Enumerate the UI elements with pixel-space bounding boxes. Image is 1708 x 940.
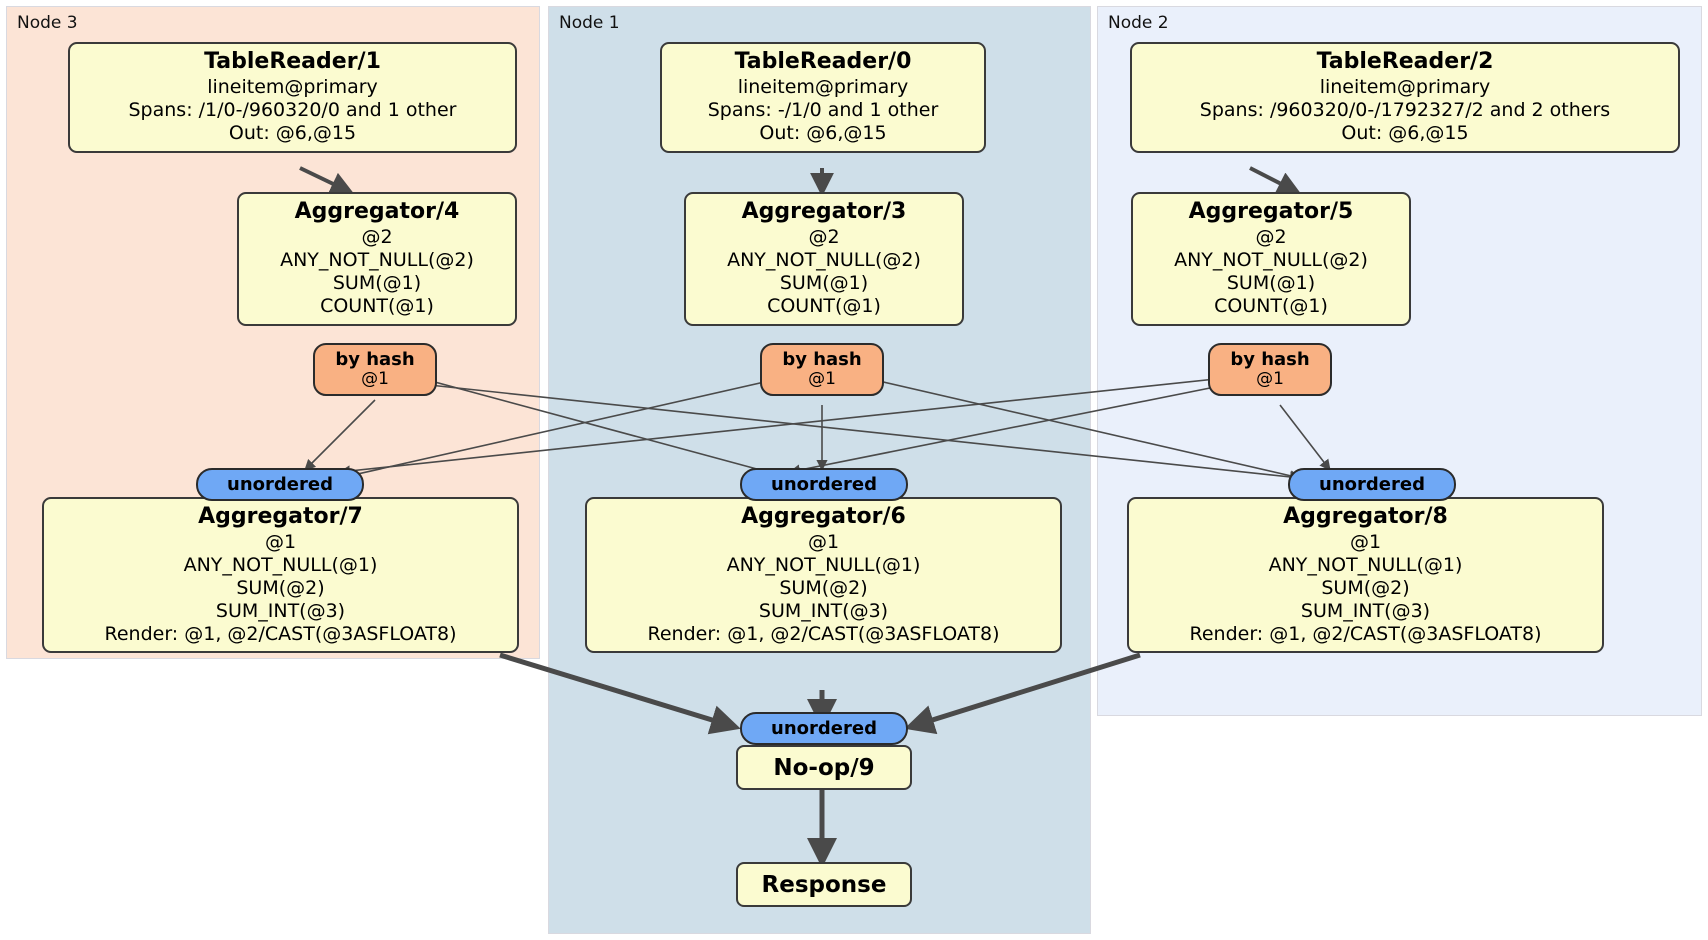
processor-line-table: lineitem@primary: [1319, 76, 1491, 99]
processor-line-render: Render: @1, @2/CAST(@3ASFLOAT8): [1189, 622, 1542, 645]
processor-line-agg-3: SUM_INT(@3): [215, 599, 346, 622]
processor-title: Aggregator/7: [198, 504, 363, 529]
processor-line-render: Render: @1, @2/CAST(@3ASFLOAT8): [647, 622, 1000, 645]
processor-line-render: Render: @1, @2/CAST(@3ASFLOAT8): [104, 622, 457, 645]
processor-aggregator-6[interactable]: Aggregator/6 @1 ANY_NOT_NULL(@1) SUM(@2)…: [585, 497, 1062, 654]
unordered-sync-badge-left[interactable]: unordered: [196, 468, 364, 501]
processor-line-agg-2: SUM(@2): [1321, 576, 1410, 599]
processor-line-groupcol: @2: [361, 226, 393, 249]
processor-aggregator-4[interactable]: Aggregator/4 @2 ANY_NOT_NULL(@2) SUM(@1)…: [237, 192, 517, 326]
processor-line-agg-3: SUM_INT(@3): [1300, 599, 1431, 622]
node-panel-label-node2: Node 2: [1108, 13, 1169, 33]
badge-sublabel: @1: [1256, 368, 1284, 389]
processor-table-reader-1[interactable]: TableReader/1 lineitem@primary Spans: /1…: [68, 42, 517, 153]
badge-label: unordered: [227, 473, 333, 495]
processor-line-agg-2: SUM(@2): [779, 576, 868, 599]
processor-line-agg-3: COUNT(@1): [320, 294, 434, 317]
processor-title: Aggregator/4: [294, 199, 460, 224]
processor-title: Aggregator/3: [741, 199, 907, 224]
processor-line-agg-2: SUM(@1): [779, 271, 869, 294]
unordered-sync-badge-center[interactable]: unordered: [740, 468, 908, 501]
processor-title: No-op/9: [773, 754, 875, 781]
processor-line-spans: Spans: /960320/0-/1792327/2 and 2 others: [1199, 99, 1611, 122]
processor-line-agg-1: ANY_NOT_NULL(@2): [1174, 249, 1368, 272]
processor-title: TableReader/0: [734, 49, 912, 74]
unordered-sync-badge-final[interactable]: unordered: [740, 712, 908, 745]
processor-line-spans: Spans: -/1/0 and 1 other: [707, 99, 939, 122]
unordered-sync-badge-right[interactable]: unordered: [1288, 468, 1456, 501]
processor-aggregator-8[interactable]: Aggregator/8 @1 ANY_NOT_NULL(@1) SUM(@2)…: [1127, 497, 1604, 654]
badge-label: unordered: [771, 473, 877, 495]
processor-line-out: Out: @6,@15: [228, 121, 357, 144]
processor-line-spans: Spans: /1/0-/960320/0 and 1 other: [128, 99, 457, 122]
processor-title: TableReader/2: [1316, 49, 1494, 74]
processor-title: TableReader/1: [204, 49, 381, 74]
processor-title: Response: [761, 871, 887, 898]
processor-line-agg-2: SUM(@2): [236, 576, 325, 599]
processor-aggregator-5[interactable]: Aggregator/5 @2 ANY_NOT_NULL(@2) SUM(@1)…: [1131, 192, 1411, 326]
processor-line-groupcol: @2: [808, 226, 840, 249]
processor-line-table: lineitem@primary: [737, 76, 909, 99]
processor-title: Aggregator/8: [1283, 504, 1448, 529]
processor-aggregator-7[interactable]: Aggregator/7 @1 ANY_NOT_NULL(@1) SUM(@2)…: [42, 497, 519, 654]
badge-sublabel: @1: [361, 368, 389, 389]
processor-line-agg-2: SUM(@1): [1226, 271, 1316, 294]
node-panel-label-node3: Node 3: [17, 13, 78, 33]
processor-line-groupcol: @1: [264, 531, 297, 554]
badge-sublabel: @1: [808, 368, 836, 389]
processor-line-agg-1: ANY_NOT_NULL(@2): [727, 249, 921, 272]
hash-router-badge-left[interactable]: by hash @1: [313, 343, 437, 396]
processor-line-agg-3: COUNT(@1): [767, 294, 881, 317]
processor-line-table: lineitem@primary: [207, 76, 378, 99]
processor-line-agg-1: ANY_NOT_NULL(@1): [726, 554, 921, 577]
processor-line-groupcol: @1: [1349, 531, 1382, 554]
processor-line-agg-3: SUM_INT(@3): [758, 599, 889, 622]
processor-line-out: Out: @6,@15: [759, 121, 887, 144]
badge-label: by hash: [1230, 348, 1310, 370]
processor-line-groupcol: @1: [807, 531, 840, 554]
processor-line-agg-3: COUNT(@1): [1214, 294, 1328, 317]
processor-line-agg-1: ANY_NOT_NULL(@1): [183, 554, 378, 577]
processor-table-reader-0[interactable]: TableReader/0 lineitem@primary Spans: -/…: [660, 42, 986, 153]
processor-line-out: Out: @6,@15: [1341, 121, 1469, 144]
node-panel-label-node1: Node 1: [559, 13, 620, 33]
processor-line-agg-2: SUM(@1): [332, 271, 422, 294]
badge-label: unordered: [771, 717, 877, 739]
processor-line-agg-1: ANY_NOT_NULL(@1): [1268, 554, 1463, 577]
hash-router-badge-center[interactable]: by hash @1: [760, 343, 884, 396]
badge-label: by hash: [782, 348, 862, 370]
processor-line-groupcol: @2: [1255, 226, 1287, 249]
processor-response[interactable]: Response: [736, 862, 912, 907]
badge-label: by hash: [335, 348, 415, 370]
processor-title: Aggregator/6: [741, 504, 906, 529]
badge-label: unordered: [1319, 473, 1425, 495]
processor-no-op-9[interactable]: No-op/9: [736, 745, 912, 790]
processor-aggregator-3[interactable]: Aggregator/3 @2 ANY_NOT_NULL(@2) SUM(@1)…: [684, 192, 964, 326]
processor-table-reader-2[interactable]: TableReader/2 lineitem@primary Spans: /9…: [1130, 42, 1680, 153]
processor-line-agg-1: ANY_NOT_NULL(@2): [280, 249, 474, 272]
processor-title: Aggregator/5: [1188, 199, 1354, 224]
hash-router-badge-right[interactable]: by hash @1: [1208, 343, 1332, 396]
